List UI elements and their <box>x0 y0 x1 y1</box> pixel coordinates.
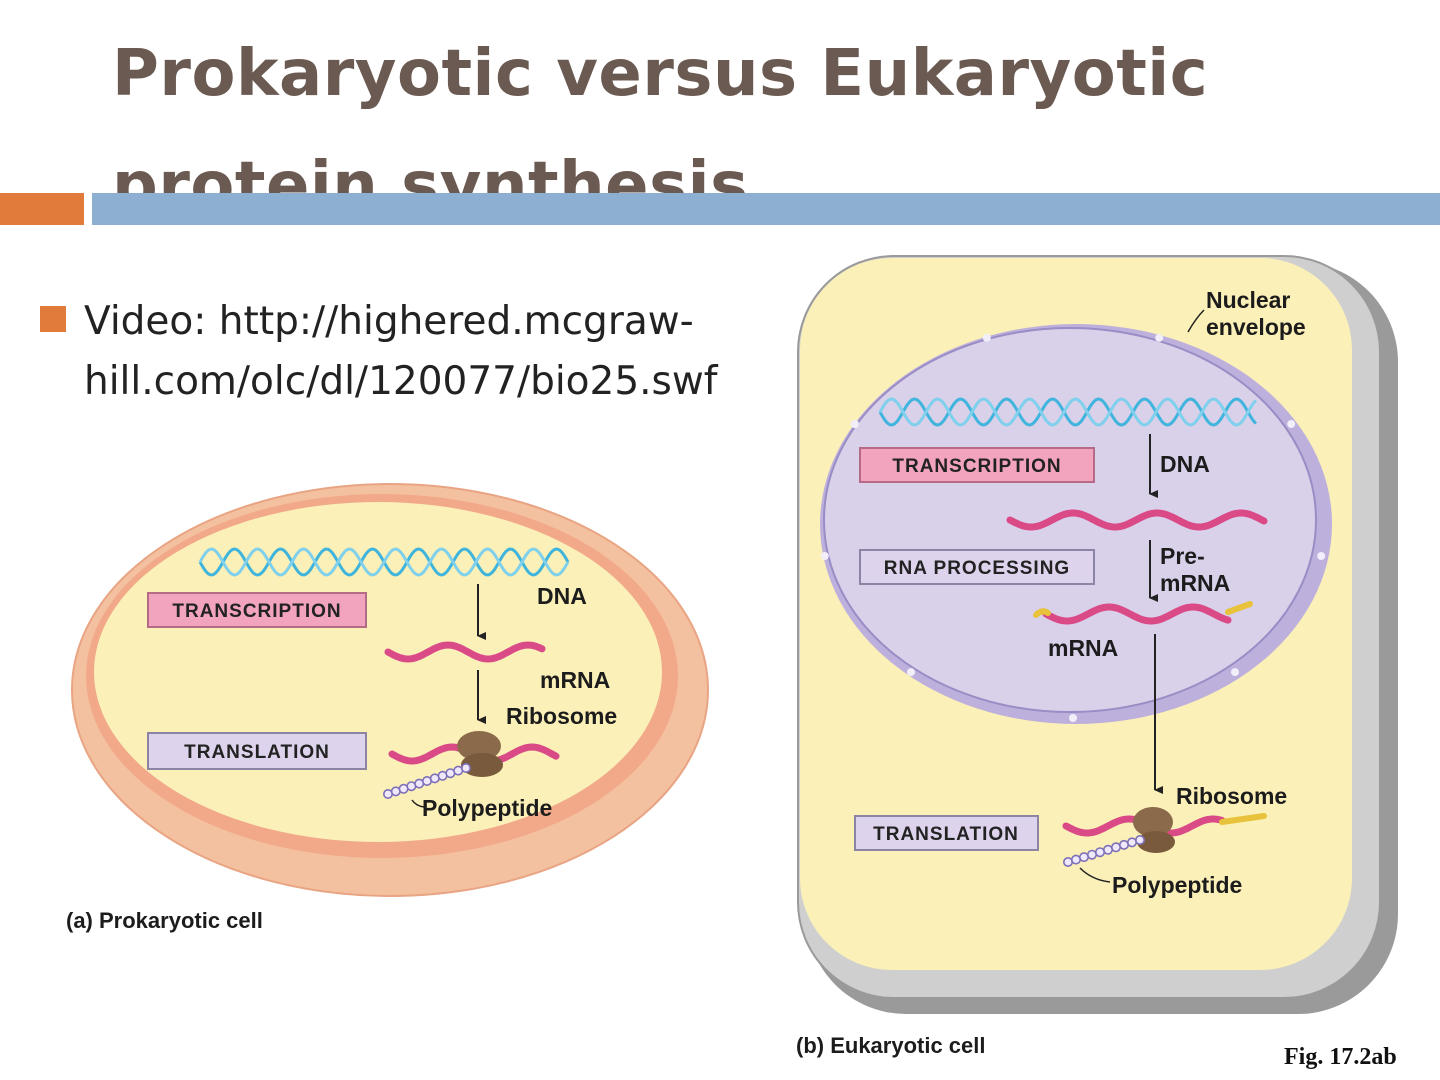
nuclear-pore <box>1231 668 1239 677</box>
prokaryotic-ribosome-label: Ribosome <box>506 703 617 729</box>
eukaryotic-cell: Nuclear envelope TRANSCRIPTION DNA RNA P… <box>796 255 1398 1058</box>
title-accent-bar-orange <box>0 193 84 225</box>
amino-acid-bead <box>1071 854 1082 865</box>
prokaryotic-cell: TRANSCRIPTION TRANSLATION DNA mRNA Ribos… <box>66 483 709 933</box>
prokaryotic-polypeptide-pointer <box>411 799 425 808</box>
prokaryotic-mrna-strand <box>384 641 546 663</box>
eukaryotic-translation-label: TRANSLATION <box>873 824 1019 845</box>
mrna-cap-icon <box>1033 608 1051 618</box>
figure-reference: Fig. 17.2ab <box>1284 1044 1397 1070</box>
mrna-tail-icon <box>1225 601 1253 615</box>
prokaryotic-caption: (a) Prokaryotic cell <box>66 908 263 933</box>
mature-mrna-strand <box>1042 603 1232 625</box>
bullet-line-2: hill.com/olc/dl/120077/bio25.swf <box>84 359 718 404</box>
nuclear-pore <box>820 552 829 560</box>
amino-acid-bead <box>1079 852 1090 863</box>
amino-acid-bead <box>1111 842 1122 853</box>
eukaryotic-mrna-label: mRNA <box>1048 635 1118 661</box>
prokaryotic-polypeptide-label: Polypeptide <box>422 795 552 821</box>
eukaryotic-ribosome-icon <box>1133 807 1175 853</box>
video-link-bullet[interactable]: Video: http://highered.mcgraw- hill.com/… <box>84 292 784 412</box>
slide-title: Prokaryotic versus Eukaryotic protein sy… <box>112 18 1352 242</box>
title-line-1: Prokaryotic versus Eukaryotic <box>112 37 1209 111</box>
nuclear-pore <box>850 420 859 428</box>
eukaryotic-dna-label: DNA <box>1160 451 1210 477</box>
nuclear-pores <box>820 333 1326 722</box>
nuclear-pore <box>1287 420 1296 428</box>
translation-mrna-tail-icon <box>1219 813 1267 825</box>
nuclear-envelope-label-2: envelope <box>1206 314 1306 340</box>
pre-mrna-label-1: Pre- <box>1160 543 1205 569</box>
title-accent-bar-blue <box>92 193 1440 225</box>
nuclear-pore <box>907 668 915 677</box>
rna-processing-label: RNA PROCESSING <box>884 558 1070 579</box>
eukaryotic-polypeptide-icon <box>1063 834 1146 867</box>
amino-acid-bead <box>1103 844 1114 855</box>
nuclear-envelope-pointer <box>1187 309 1205 333</box>
nuclear-pore <box>982 333 991 342</box>
prokaryotic-translation-label: TRANSLATION <box>184 742 330 763</box>
prokaryotic-mrna-label: mRNA <box>540 667 610 693</box>
nuclear-pore <box>1155 333 1164 342</box>
amino-acid-bead <box>1135 834 1146 845</box>
pre-mrna-label-2: mRNA <box>1160 570 1230 596</box>
amino-acid-bead <box>460 762 471 773</box>
prokaryotic-polypeptide-icon <box>382 762 471 799</box>
eukaryotic-polypeptide-pointer <box>1079 867 1111 883</box>
eukaryotic-translation-box <box>854 815 1039 851</box>
eukaryotic-caption: (b) Eukaryotic cell <box>796 1033 986 1058</box>
eukaryotic-transcription-label: TRANSCRIPTION <box>892 456 1061 477</box>
rna-processing-box <box>859 549 1095 585</box>
prokaryotic-transcription-box <box>147 592 367 628</box>
amino-acid-bead <box>1119 839 1130 850</box>
nuclear-pore <box>1069 714 1077 722</box>
amino-acid-bead <box>1087 849 1098 860</box>
prokaryotic-dna-label: DNA <box>537 583 587 609</box>
bullet-line-1: Video: http://highered.mcgraw- <box>84 299 694 344</box>
prokaryotic-ribosome-icon <box>457 731 503 777</box>
bullet-square-icon <box>40 306 66 332</box>
nuclear-pore <box>1317 552 1326 560</box>
amino-acid-bead <box>1095 847 1106 858</box>
eukaryotic-polypeptide-label: Polypeptide <box>1112 872 1242 898</box>
prokaryotic-transcription-label: TRANSCRIPTION <box>172 601 341 622</box>
eukaryotic-ribosome-label: Ribosome <box>1176 783 1287 809</box>
eukaryotic-transcription-box <box>859 447 1095 483</box>
amino-acid-bead <box>1063 856 1074 867</box>
nuclear-envelope-label-1: Nuclear <box>1206 287 1290 313</box>
prokaryotic-translation-box <box>147 732 367 770</box>
amino-acid-bead <box>1127 837 1138 848</box>
pre-mrna-strand <box>1006 509 1268 531</box>
prokaryotic-dna-icon <box>198 547 570 577</box>
eukaryotic-dna-icon <box>878 397 1258 427</box>
